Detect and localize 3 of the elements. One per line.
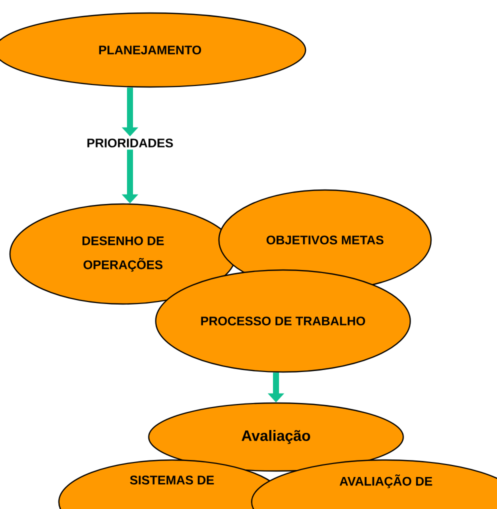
node-label: SISTEMAS DE (130, 476, 214, 484)
text-label: PRIORIDADES (87, 138, 173, 148)
node-label: AVALIAÇÃO DE (340, 474, 432, 488)
